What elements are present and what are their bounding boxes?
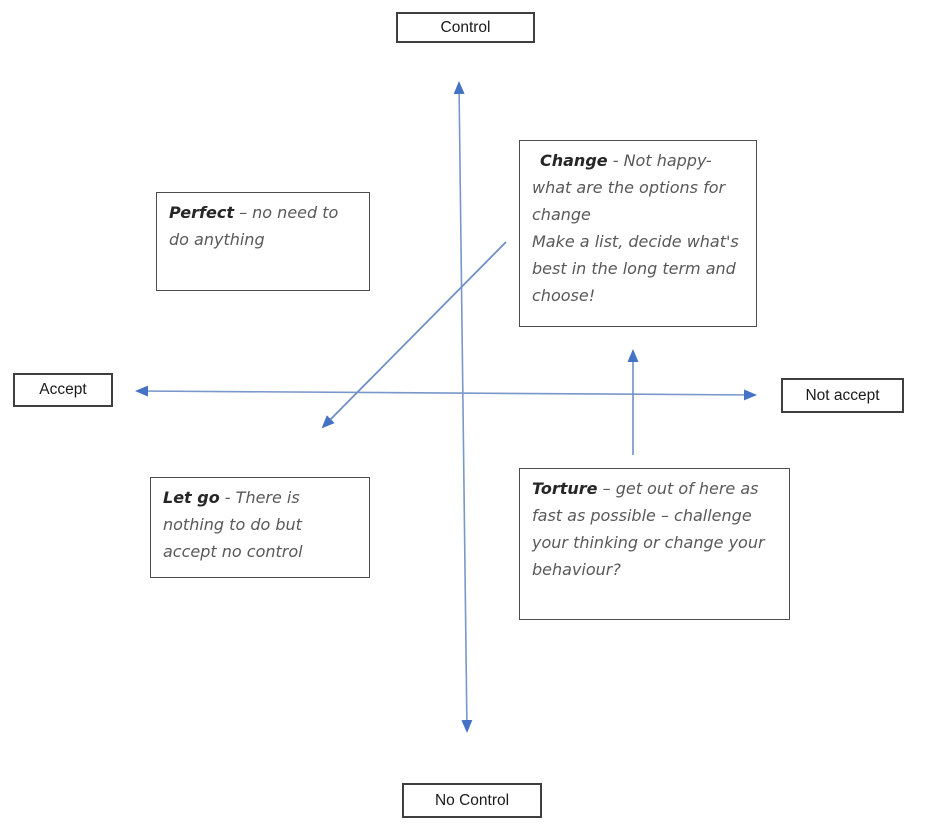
quadrant-let-go-title: Let go — [163, 488, 220, 507]
quadrant-box-let-go: Let go - There is nothing to do but acce… — [150, 477, 370, 578]
quadrant-change-title: Change — [540, 151, 608, 170]
quadrant-torture-body: – get out of here as fast as possible – … — [532, 479, 770, 579]
diagonal-arrow — [321, 241, 507, 429]
horizontal-axis-arrow — [135, 385, 757, 401]
axis-label-no-control-text: No Control — [434, 791, 510, 809]
quadrant-torture-title: Torture — [532, 479, 598, 498]
quadrant-let-go-text: Let go - There is nothing to do but acce… — [163, 484, 359, 565]
quadrant-box-change: Change - Not happy- what are the options… — [519, 140, 757, 327]
axis-label-not-accept: Not accept — [781, 378, 904, 413]
quadrant-torture-text: Torture – get out of here as fast as pos… — [532, 475, 779, 583]
axis-label-not-accept-text: Not accept — [805, 386, 880, 404]
quadrant-change-body: - Not happy- what are the options for ch… — [532, 151, 739, 305]
quadrant-perfect-text: Perfect – no need to do anything — [169, 199, 359, 253]
quadrant-perfect-title: Perfect — [169, 203, 234, 222]
axis-label-no-control: No Control — [402, 783, 542, 818]
vertical-axis-arrow — [453, 81, 473, 733]
axis-label-control-text: Control — [440, 18, 491, 36]
quadrant-perfect-body: – no need to do anything — [169, 203, 344, 249]
axis-label-control: Control — [396, 12, 535, 43]
quadrant-box-torture: Torture – get out of here as fast as pos… — [519, 468, 790, 620]
quadrant-box-perfect: Perfect – no need to do anything — [156, 192, 370, 291]
axis-label-accept: Accept — [13, 373, 113, 407]
axis-label-accept-text: Accept — [39, 381, 87, 398]
quadrant-let-go-body: - There is nothing to do but accept no c… — [163, 488, 308, 561]
quadrant-change-text: Change - Not happy- what are the options… — [532, 147, 746, 309]
